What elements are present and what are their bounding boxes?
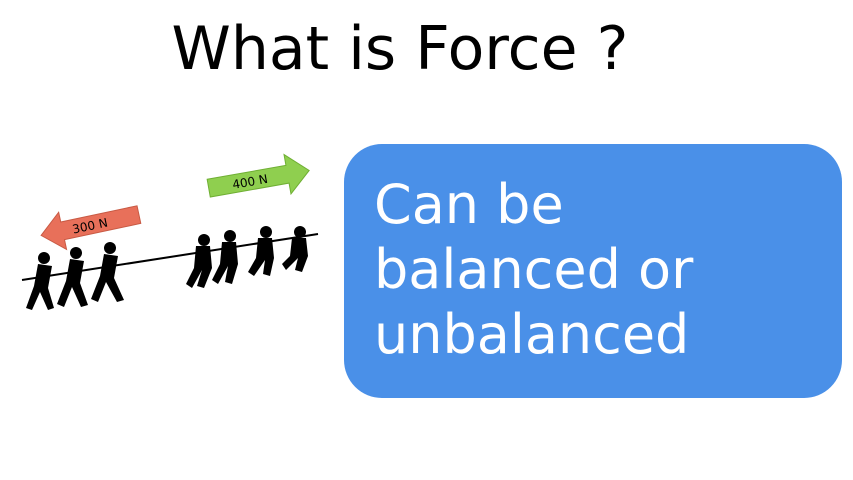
callout-line-3: unbalanced xyxy=(374,303,690,366)
left-team-silhouettes xyxy=(26,242,124,310)
right-force-arrow: 400 N xyxy=(206,153,310,198)
slide-title: What is Force ? xyxy=(171,14,629,84)
tug-of-war-illustration: 300 N 400 N xyxy=(21,153,319,310)
left-force-arrow: 300 N xyxy=(40,205,142,251)
right-team-silhouettes xyxy=(186,226,308,288)
callout-box: Can be balanced or unbalanced xyxy=(344,144,842,398)
callout-line-2: balanced or xyxy=(374,238,694,301)
right-force-label: 400 N xyxy=(231,172,269,192)
callout-line-1: Can be xyxy=(374,173,564,236)
